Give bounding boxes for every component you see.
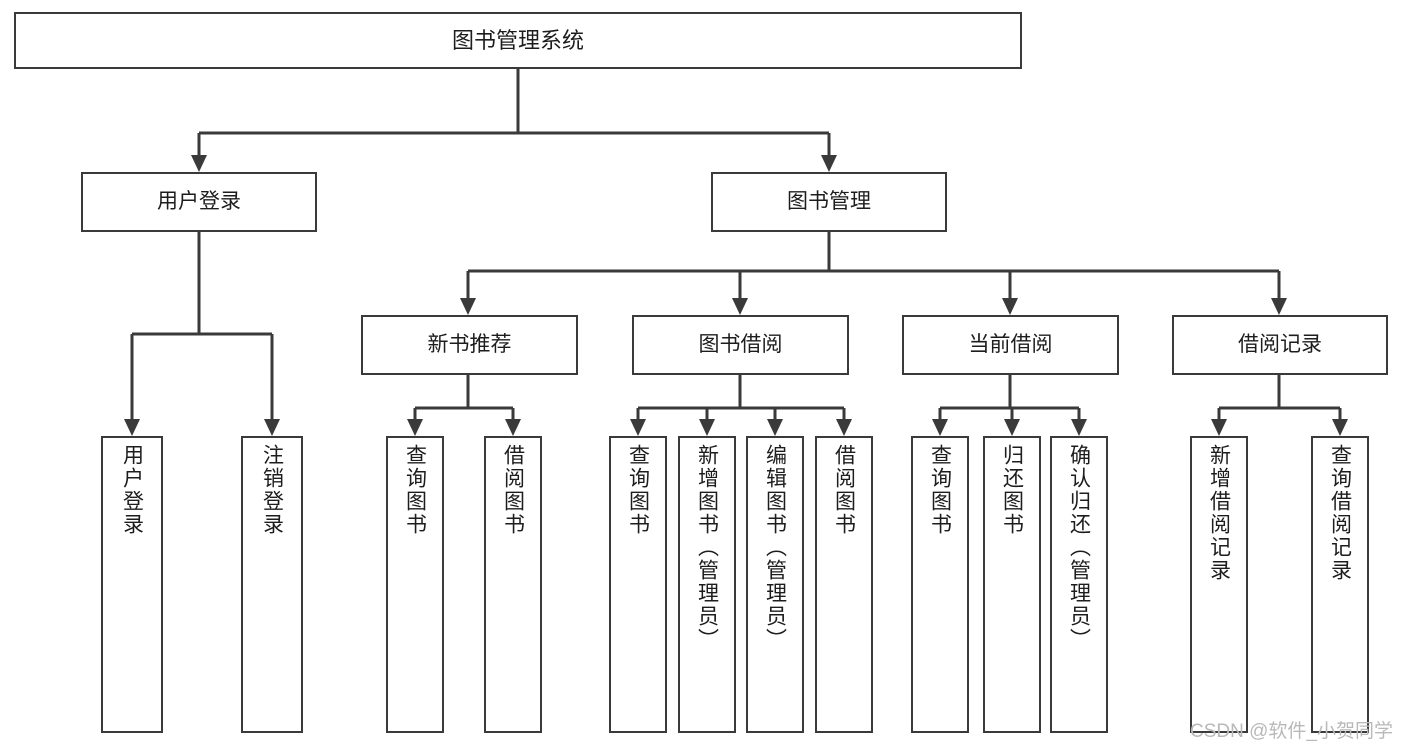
node-records-add-label: 新增借阅记录 bbox=[1207, 444, 1231, 582]
node-user-login[interactable]: 用户登录 bbox=[81, 172, 317, 232]
node-recommend-borrow-book[interactable]: 借阅图书 bbox=[484, 436, 542, 733]
node-user-logout-leaf[interactable]: 注销登录 bbox=[241, 436, 303, 733]
node-new-book-recommend[interactable]: 新书推荐 bbox=[361, 315, 578, 375]
node-recommend-borrow-book-label: 借阅图书 bbox=[501, 444, 525, 536]
node-borrow-add-book-label: 新增图书（管理员） bbox=[695, 444, 719, 651]
node-current-return-book[interactable]: 归还图书 bbox=[983, 436, 1041, 733]
node-borrow-add-book[interactable]: 新增图书（管理员） bbox=[678, 436, 736, 733]
node-book-borrow-label: 图书借阅 bbox=[698, 332, 783, 356]
node-borrow-records[interactable]: 借阅记录 bbox=[1172, 315, 1388, 375]
node-current-confirm-return[interactable]: 确认归还（管理员） bbox=[1050, 436, 1108, 733]
node-borrow-borrow-book-label: 借阅图书 bbox=[832, 444, 856, 536]
node-book-management-label: 图书管理 bbox=[787, 189, 871, 213]
node-borrow-records-label: 借阅记录 bbox=[1238, 332, 1322, 356]
connector-layer bbox=[124, 69, 1348, 436]
borrow-to-leaf3-arrowhead bbox=[767, 419, 783, 436]
node-borrow-edit-book-label: 编辑图书（管理员） bbox=[763, 444, 787, 651]
node-current-confirm-return-label: 确认归还（管理员） bbox=[1067, 444, 1091, 651]
node-book-borrow[interactable]: 图书借阅 bbox=[632, 315, 849, 375]
bm-to-recommend-arrowhead bbox=[460, 298, 476, 315]
node-user-login-label: 用户登录 bbox=[157, 189, 241, 213]
node-borrow-borrow-book[interactable]: 借阅图书 bbox=[815, 436, 873, 733]
records-to-leaf2-arrowhead bbox=[1332, 419, 1348, 436]
node-records-add[interactable]: 新增借阅记录 bbox=[1190, 436, 1248, 733]
node-current-borrow-label: 当前借阅 bbox=[968, 332, 1053, 356]
root-to-user-login-arrowhead bbox=[191, 155, 207, 172]
borrow-to-leaf4-arrowhead bbox=[836, 419, 852, 436]
node-book-management[interactable]: 图书管理 bbox=[711, 172, 947, 232]
node-borrow-query-book[interactable]: 查询图书 bbox=[609, 436, 667, 733]
current-to-leaf1-arrowhead bbox=[932, 419, 948, 436]
recommend-to-leaf1-arrowhead bbox=[407, 419, 423, 436]
user-login-to-leaf1-arrowhead bbox=[124, 419, 140, 436]
node-user-login-leaf[interactable]: 用户登录 bbox=[101, 436, 163, 733]
borrow-to-leaf1-arrowhead bbox=[630, 419, 646, 436]
node-current-query-book-label: 查询图书 bbox=[928, 444, 952, 536]
recommend-to-leaf2-arrowhead bbox=[505, 419, 521, 436]
bm-to-records-arrowhead bbox=[1271, 298, 1287, 315]
root-to-book-management-arrowhead bbox=[821, 155, 837, 172]
node-recommend-query-book-label: 查询图书 bbox=[403, 444, 427, 536]
user-login-to-leaf2-arrowhead bbox=[264, 419, 280, 436]
node-recommend-query-book[interactable]: 查询图书 bbox=[386, 436, 444, 733]
node-user-logout-leaf-label: 注销登录 bbox=[260, 444, 284, 536]
node-current-query-book[interactable]: 查询图书 bbox=[911, 436, 969, 733]
bm-to-current-arrowhead bbox=[1002, 298, 1018, 315]
node-root-label: 图书管理系统 bbox=[451, 27, 584, 53]
borrow-to-leaf2-arrowhead bbox=[699, 419, 715, 436]
node-user-login-leaf-label: 用户登录 bbox=[120, 444, 144, 536]
node-current-return-book-label: 归还图书 bbox=[1000, 444, 1024, 536]
node-borrow-query-book-label: 查询图书 bbox=[626, 444, 650, 536]
current-to-leaf2-arrowhead bbox=[1004, 419, 1020, 436]
current-to-leaf3-arrowhead bbox=[1071, 419, 1087, 436]
node-borrow-edit-book[interactable]: 编辑图书（管理员） bbox=[746, 436, 804, 733]
node-records-query[interactable]: 查询借阅记录 bbox=[1311, 436, 1369, 733]
bm-to-borrow-arrowhead bbox=[732, 298, 748, 315]
node-current-borrow[interactable]: 当前借阅 bbox=[902, 315, 1119, 375]
node-root[interactable]: 图书管理系统 bbox=[14, 12, 1022, 69]
node-new-book-recommend-label: 新书推荐 bbox=[427, 332, 512, 356]
records-to-leaf1-arrowhead bbox=[1211, 419, 1227, 436]
node-records-query-label: 查询借阅记录 bbox=[1328, 444, 1352, 582]
